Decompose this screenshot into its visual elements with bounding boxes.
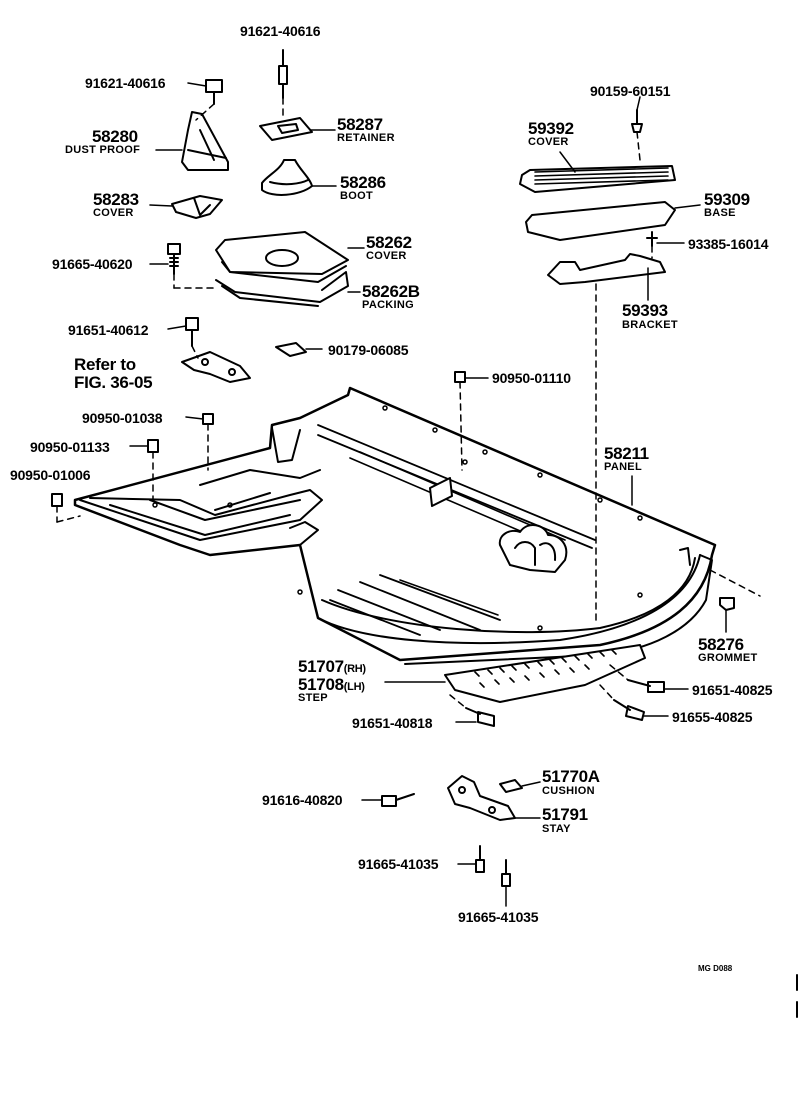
label-58211: 58211 [604,444,649,463]
grommet-58276 [719,597,735,611]
nut-90179-06085 [275,342,307,357]
label-51707: 51707(RH) [298,658,366,675]
label-91621-top: 91621-40616 [240,23,321,39]
bolt-91651-40818 [465,707,495,727]
label-51770a: 51770A [542,767,600,786]
label-51708-suffix: (LH) [343,681,365,693]
cover-58262 [215,231,349,283]
label-cushion: CUSHION [542,785,595,797]
label-91651-40612: 91651-40612 [68,322,149,338]
label-59309: 59309 [704,190,750,209]
dashed-lines [56,97,761,709]
footer-code: MG D088 [698,964,733,973]
boot-58286 [261,159,313,196]
label-91621-left: 91621-40616 [85,75,166,91]
label-51791: 51791 [542,805,588,824]
stay-51791 [447,775,516,821]
label-cover-58262: COVER [366,250,407,262]
label-91651-40825: 91651-40825 [692,682,773,698]
label-51708: 51708(LH) [298,676,365,693]
label-step: STEP [298,692,328,704]
label-90950-01133: 90950-01133 [30,439,110,455]
bolt-91665-41035-b [501,859,511,887]
bolt-91621-left [205,79,223,105]
label-58276: 58276 [698,635,744,654]
bolt-91616-40820 [381,793,415,807]
label-retainer: RETAINER [337,132,395,144]
label-panel: PANEL [604,461,642,473]
label-refer-fig: FIG. 36-05 [74,373,153,392]
bolt-91621-top [278,49,288,99]
label-90159-60151: 90159-60151 [590,83,671,99]
bolt-91665-40620 [167,243,181,275]
label-refer-to: Refer to [74,355,136,374]
label-58286: 58286 [340,173,386,192]
label-58287: 58287 [337,115,383,134]
label-cover-58283: COVER [93,207,134,219]
label-90950-01006: 90950-01006 [10,467,91,483]
label-58280: 58280 [92,127,138,146]
cover-59392 [519,165,676,193]
cover-58283 [171,195,223,219]
label-91651-40818: 91651-40818 [352,715,433,731]
bolt-91651-40825 [627,679,665,693]
label-bracket: BRACKET [622,319,678,331]
label-90950-01038: 90950-01038 [82,410,163,426]
label-cover-59392: COVER [528,136,569,148]
step-51707 [444,644,646,703]
label-boot: BOOT [340,190,373,202]
label-93385-16014: 93385-16014 [688,236,769,252]
label-59392: 59392 [528,119,574,138]
label-90179-06085: 90179-06085 [328,342,409,358]
leader-lines [129,82,727,907]
cushion-51770a [499,779,523,793]
label-dust-proof: DUST PROOF [65,144,141,156]
plug-90950-01006 [51,493,63,507]
plug-90950-01038 [202,413,214,425]
dust-proof-58280 [181,111,229,171]
plug-90950-01133 [147,439,159,453]
label-base: BASE [704,207,736,219]
label-58262: 58262 [366,233,412,252]
retainer-58287 [259,117,313,141]
label-90950-01110: 90950-01110 [492,370,571,386]
label-91665-41035-a: 91665-41035 [358,856,439,872]
label-stay: STAY [542,823,571,835]
label-58262b: 58262B [362,282,420,301]
bolt-91655-40825 [613,699,645,721]
label-51707-no: 51707 [298,657,344,676]
base-59309 [525,201,676,241]
label-packing: PACKING [362,299,415,311]
label-91616-40820: 91616-40820 [262,792,343,808]
screw-93385-16014 [646,231,658,247]
packing-58262b [215,271,349,307]
bolt-91665-41035-a [475,845,485,873]
label-51707-suffix: (RH) [343,663,366,675]
label-51708-no: 51708 [298,675,344,694]
label-91665-40620: 91665-40620 [52,256,133,272]
floor-panel-58211 [73,386,717,665]
screw-90159-60151 [631,109,643,133]
label-grommet: GROMMET [698,652,758,664]
bolt-91651-40612 [185,317,199,347]
bracket-59393 [547,253,666,285]
label-58283: 58283 [93,190,139,209]
refer-part [181,351,251,383]
plug-90950-01110 [454,371,466,383]
label-91665-41035-b: 91665-41035 [458,909,539,925]
label-59393: 59393 [622,301,668,320]
label-91655-40825: 91655-40825 [672,709,753,725]
